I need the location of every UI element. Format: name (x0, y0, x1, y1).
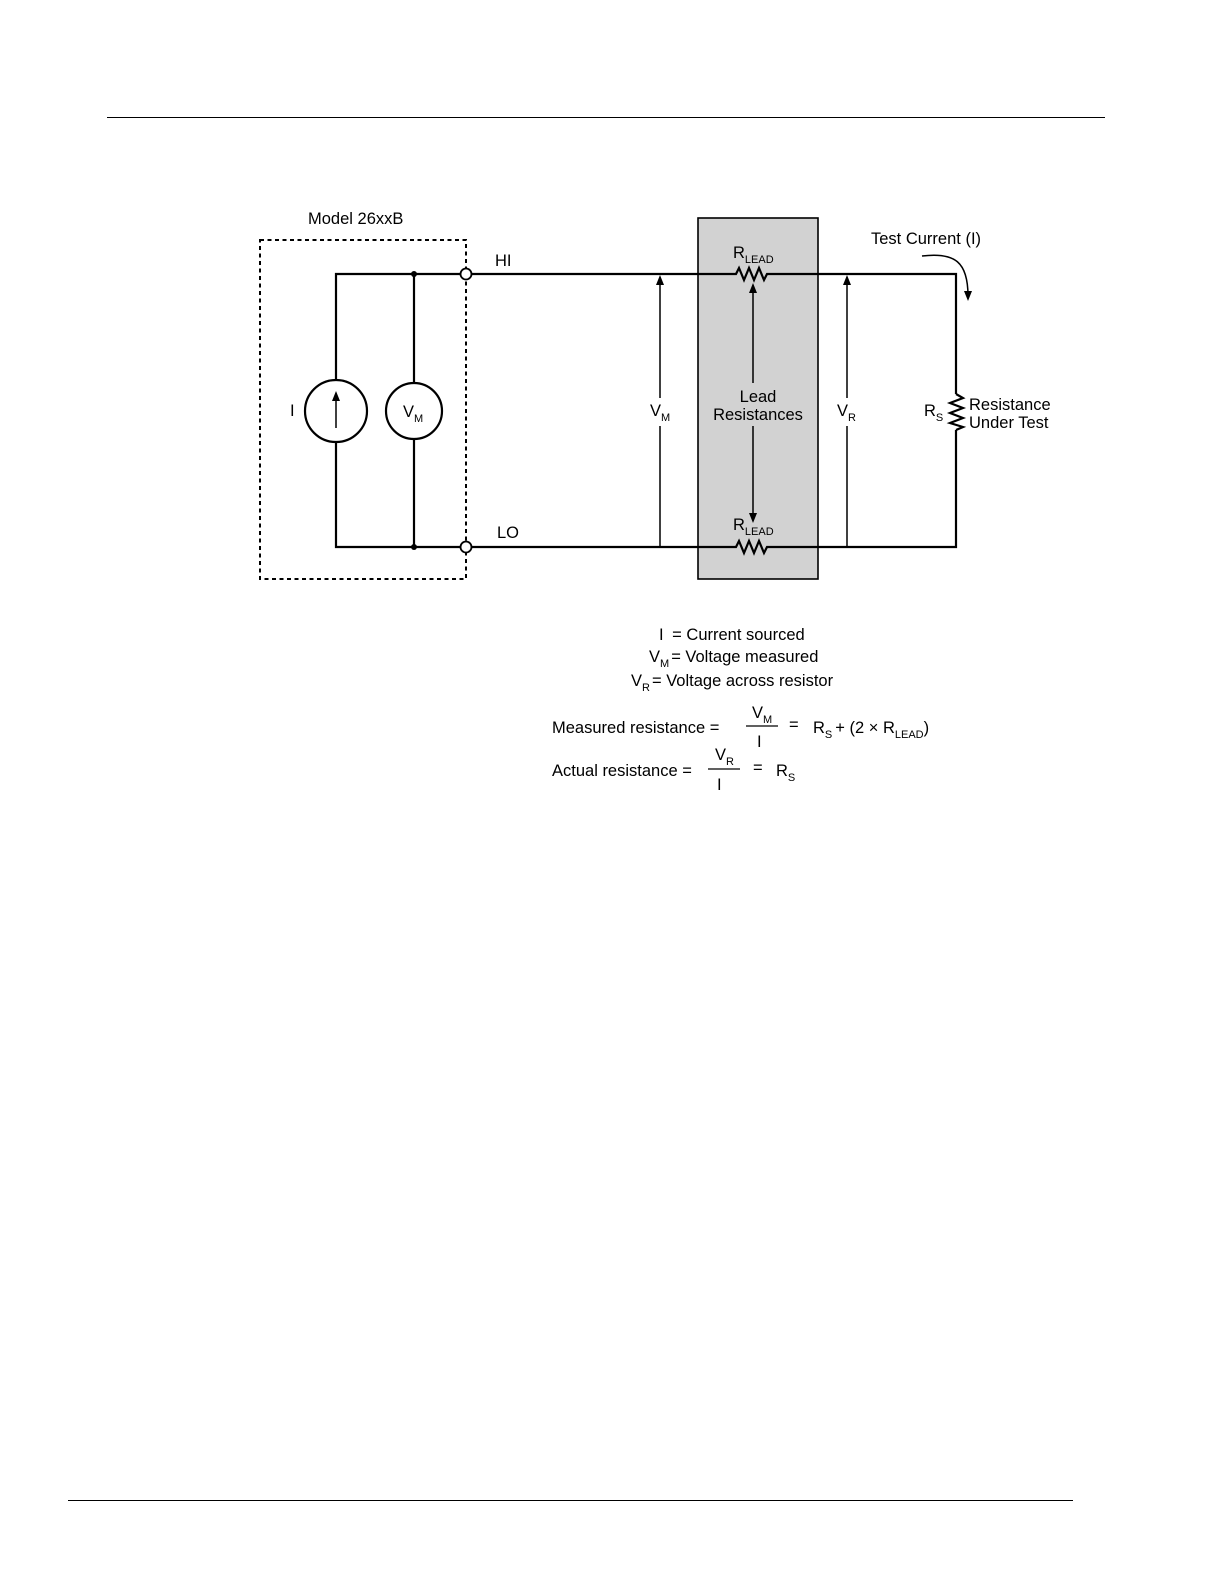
measured-equals: = (789, 716, 799, 734)
actual-resistance-label: Actual resistance = (552, 762, 692, 780)
test-current-label: Test Current (I) (871, 230, 981, 248)
resistance-under-test-label-2: Under Test (969, 414, 1049, 432)
junction-dot (411, 544, 417, 550)
measured-resistance-label: Measured resistance = (552, 719, 719, 737)
actual-equals: = (753, 759, 763, 777)
actual-numerator: VR (715, 746, 734, 768)
legend-voltage-measured: VM= Voltage measured (649, 648, 818, 670)
lo-terminal (461, 542, 472, 553)
resistance-under-test-label-1: Resistance (969, 396, 1051, 414)
rs-resistor-icon (950, 394, 963, 430)
measured-numerator: VM (752, 704, 772, 726)
rs-label: RS (924, 402, 943, 424)
lead-resistances-label-2: Resistances (713, 406, 803, 424)
legend-voltage-resistor: VR= Voltage across resistor (631, 672, 834, 694)
test-current-arrow-icon (922, 255, 968, 296)
measured-rhs: RS+ (2 × RLEAD) (813, 719, 929, 741)
lead-resistances-label-1: Lead (740, 388, 777, 406)
model-label: Model 26xxB (308, 210, 403, 228)
legend-current: I = Current sourced (659, 626, 805, 644)
lo-label: LO (497, 524, 519, 542)
actual-rhs: RS (776, 762, 795, 784)
actual-denominator: I (717, 776, 722, 794)
hi-label: HI (495, 252, 512, 270)
measured-denominator: I (757, 733, 762, 751)
junction-dot (411, 271, 417, 277)
current-source-label: I (290, 402, 295, 420)
hi-terminal (461, 269, 472, 280)
